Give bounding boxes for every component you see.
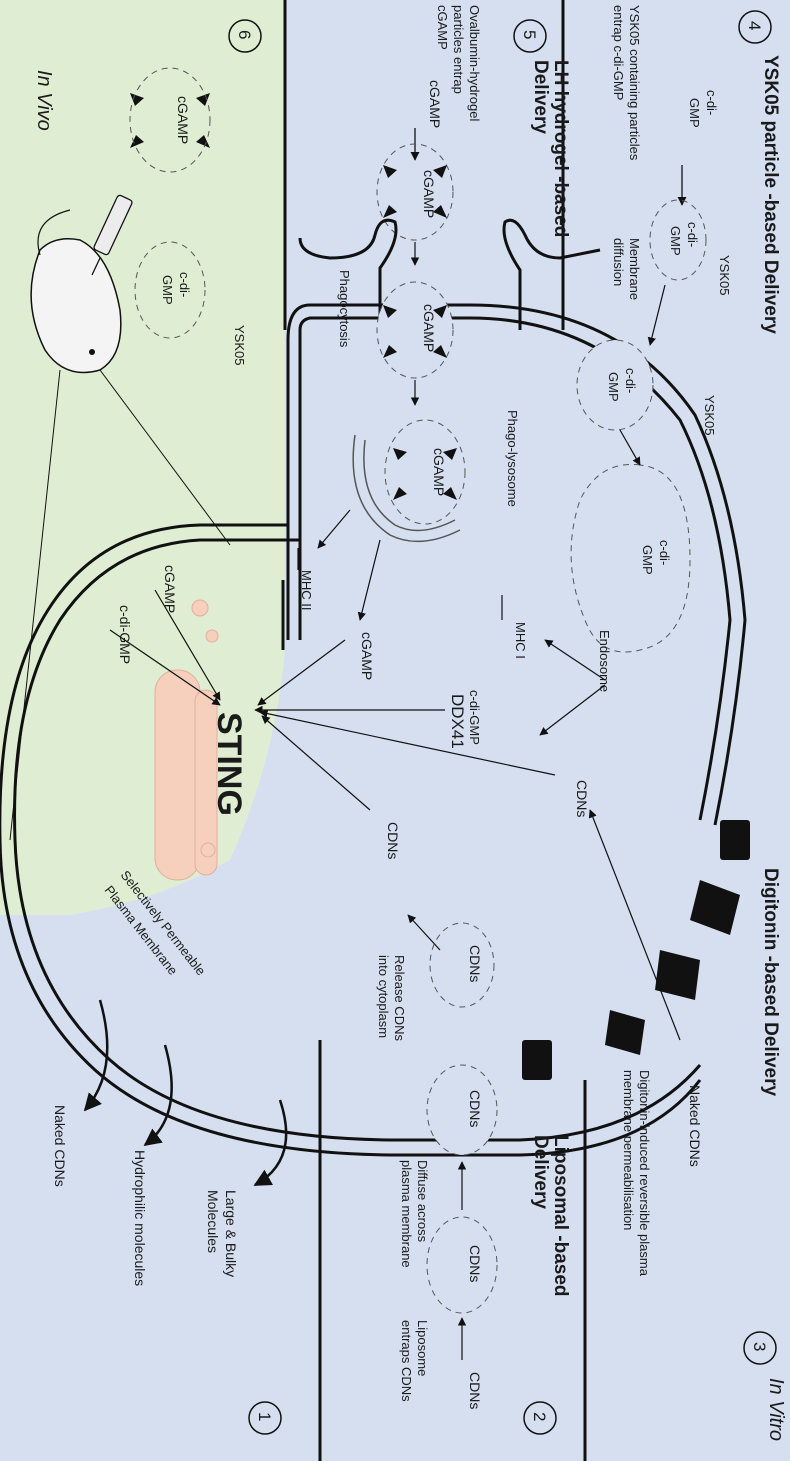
release-label-1: Release CDNs	[392, 955, 407, 1041]
sting-label: STING	[210, 712, 248, 816]
liposome-membrane-cdns: CDNs	[467, 1090, 483, 1127]
panel4-title: YSK05 particle -based Delivery	[760, 55, 781, 334]
p4-p2-gmp: GMP	[606, 372, 621, 402]
p4-ysk05-label-1: YSK05	[717, 255, 732, 295]
mhc1-label: MHC I	[513, 622, 528, 659]
p3-cdns-inside: CDNs	[574, 780, 590, 817]
in-vivo-gmp: GMP	[160, 275, 175, 305]
p4-p1-cdi: c-di-	[685, 222, 700, 247]
panel3-title: Digitonin -based Delivery	[760, 868, 781, 1096]
p5-desc-3: cGAMP	[435, 5, 450, 50]
p4-p2-cdi: c-di-	[623, 368, 638, 393]
golgi-cistern-1	[155, 670, 200, 880]
p4-ysk05-label-2: YSK05	[702, 395, 717, 435]
cdigmp-free-label: c-di-GMP	[467, 690, 482, 745]
p3-naked-cdns: Naked CDNs	[687, 1085, 703, 1167]
p1-hydrophilic: Hydrophilic molecules	[132, 1150, 148, 1286]
p4-free-cdi: c-di-	[704, 90, 719, 115]
mhc2-label: MHC II	[299, 570, 314, 610]
cytosol-cgamp-label: cGAMP	[359, 632, 375, 680]
in-vivo-cdi: c-di-	[177, 272, 192, 297]
p2-entrap-1: Liposome	[415, 1320, 430, 1376]
p3-desc-2: membrane permeabilisation	[621, 1070, 636, 1230]
p4-free-gmp: GMP	[687, 98, 702, 128]
panel3-number: 3	[750, 1342, 769, 1351]
p2-cdns-released: CDNs	[385, 822, 401, 859]
p2-entrap-2: entraps CDNs	[399, 1320, 414, 1402]
p5-phago-label: Phagocytosis	[337, 270, 352, 348]
panel5-title-2: Delivery	[530, 60, 551, 134]
liposome-in-membrane	[427, 1065, 497, 1155]
panel5-number: 5	[520, 30, 539, 39]
released-liposome-cdns: CDNs	[467, 945, 483, 982]
p5-phagolysosome-label: Phago-lysosome	[505, 410, 520, 507]
p2-diffuse-2: plasma membrane	[399, 1160, 414, 1268]
in-vivo-label: In Vivo	[33, 70, 55, 131]
release-label-2: into cytoplasm	[376, 955, 391, 1038]
p5-desc-1: Ovalbumin-hydrogel	[467, 5, 482, 121]
p4-desc-1: YSK05 containing particles	[627, 5, 642, 161]
panel5-title-1: LH hydrogel -based	[550, 60, 571, 237]
cell-cdigmp-label: c-di-GMP	[117, 605, 133, 664]
panel1-number: 1	[255, 1412, 274, 1421]
p1-large-1: Large & Bulky	[223, 1190, 239, 1277]
panel2-title-2: Delivery	[530, 1135, 551, 1209]
in-vitro-label: In Vitro	[765, 1378, 787, 1441]
panel6-number: 6	[235, 30, 254, 39]
panel2-title-1: Liposomal -based	[550, 1135, 571, 1297]
liposome-outside-cdns: CDNs	[467, 1245, 483, 1282]
p1-large-2: Molecules	[205, 1190, 221, 1253]
endosome-label: Endosome	[597, 630, 612, 692]
p4-memb-1: Membrane	[627, 238, 642, 300]
p1-naked-cdns: Naked CDNs	[52, 1105, 68, 1187]
p4-desc-2: entrap c-di-GMP	[611, 5, 626, 100]
pore-5	[522, 1040, 552, 1080]
endosome-gmp: GMP	[640, 545, 655, 575]
hydrogel-particle-2	[377, 282, 453, 378]
in-vivo-ysk05-label: YSK05	[232, 325, 247, 365]
p2-diffuse-1: Diffuse across	[415, 1160, 430, 1243]
p3-desc-1: Digitonin-induced reversible plasma	[637, 1070, 652, 1277]
pore-1	[720, 820, 750, 860]
p2-free-cdns: CDNs	[467, 1372, 483, 1409]
p5-free-cgamp: cGAMP	[427, 80, 443, 128]
panel4-number: 4	[745, 21, 764, 30]
ddx41-label: DDX41	[448, 694, 467, 749]
p5-desc-2: particles entrap	[451, 5, 466, 94]
phagolysosome-cgamp: cGAMP	[431, 448, 447, 496]
endosome-cdi: c-di-	[657, 540, 672, 565]
panel2-number: 2	[530, 1412, 549, 1421]
cell-cgamp-label: cGAMP	[162, 565, 178, 613]
in-vivo-cgamp: cGAMP	[175, 96, 191, 144]
p4-memb-2: diffusion	[611, 238, 626, 286]
p4-p1-gmp: GMP	[668, 226, 683, 256]
